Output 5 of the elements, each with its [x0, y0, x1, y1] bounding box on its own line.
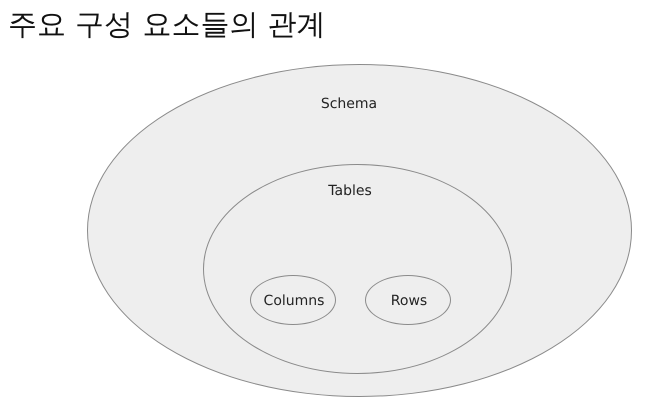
ellipse-label: Tables	[328, 183, 372, 199]
ellipse-label: Rows	[390, 293, 428, 309]
ellipse-label: Schema	[320, 96, 378, 112]
title: 주요 구성 요소들의 관계	[8, 6, 326, 42]
ellipse-label: Columns	[264, 293, 324, 309]
